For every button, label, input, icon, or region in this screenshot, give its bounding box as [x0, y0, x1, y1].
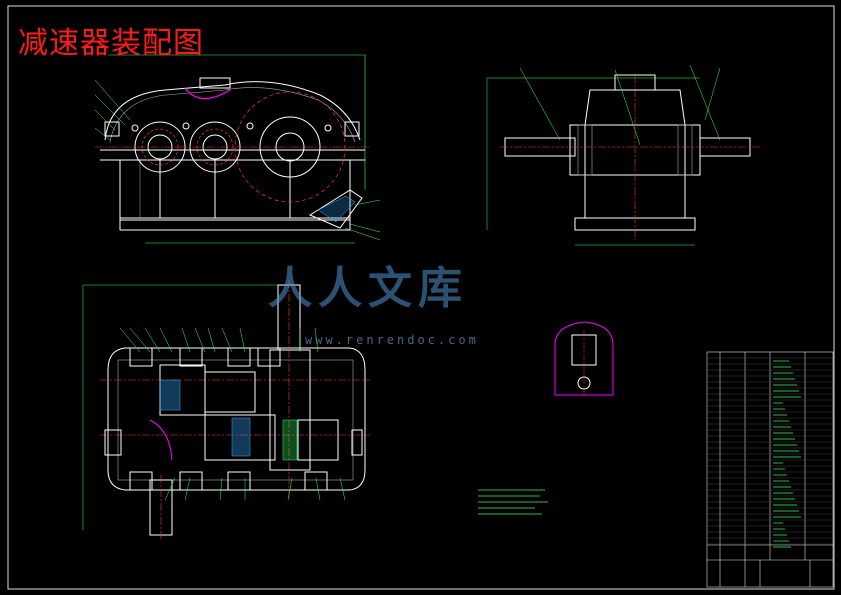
front-view	[94, 54, 381, 244]
watermark-text: 人人文库	[268, 263, 468, 314]
sheet-border	[7, 5, 835, 590]
title-block	[706, 351, 834, 588]
technical-notes	[478, 489, 548, 515]
detail-view	[554, 321, 614, 396]
watermark-url: www.renrendoc.com	[305, 333, 479, 347]
top-section-view	[82, 280, 370, 540]
drawing-title: 减速器装配图	[18, 26, 204, 61]
bom-text	[773, 360, 801, 548]
side-view	[486, 64, 760, 246]
bom-rows	[707, 357, 833, 545]
